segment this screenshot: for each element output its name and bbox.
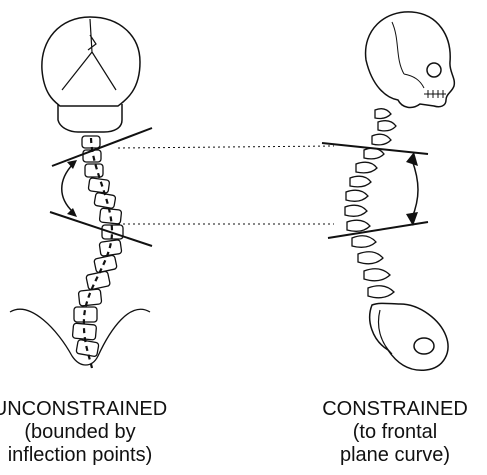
upper-inflection-line (52, 128, 152, 166)
constrained-angle-arrow (412, 160, 418, 218)
unconstrained-subtitle-2: inflection points) (0, 444, 180, 467)
cranial-sutures (392, 22, 424, 88)
constrained-title: CONSTRAINED (295, 398, 487, 421)
lateral-skull (366, 12, 455, 108)
frontal-view-spine-figure (10, 17, 152, 368)
mandible (58, 104, 122, 132)
connector-lines (118, 146, 334, 224)
arrow-head-top (406, 152, 418, 166)
constrained-caption: CONSTRAINED (to frontal plane curve) (295, 398, 487, 467)
lateral-vertebrae (345, 109, 396, 298)
constrained-subtitle-2: plane curve) (295, 444, 487, 467)
eye-socket (427, 63, 441, 77)
constrained-subtitle-1: (to frontal (295, 421, 487, 444)
arc-arrowhead-bottom (67, 208, 77, 217)
teeth (424, 90, 446, 98)
unconstrained-caption: UNCONSTRAINED (bounded by inflection poi… (0, 398, 180, 467)
lateral-view-spine-figure (322, 12, 454, 370)
frontal-vertebrae (72, 136, 123, 357)
unconstrained-subtitle-1: (bounded by (0, 421, 180, 444)
unconstrained-title: UNCONSTRAINED (0, 398, 180, 421)
skull-sutures (62, 19, 116, 90)
arc-arrowhead-top (67, 160, 77, 169)
unconstrained-angle-arc (62, 164, 73, 212)
hip-socket (414, 338, 434, 354)
